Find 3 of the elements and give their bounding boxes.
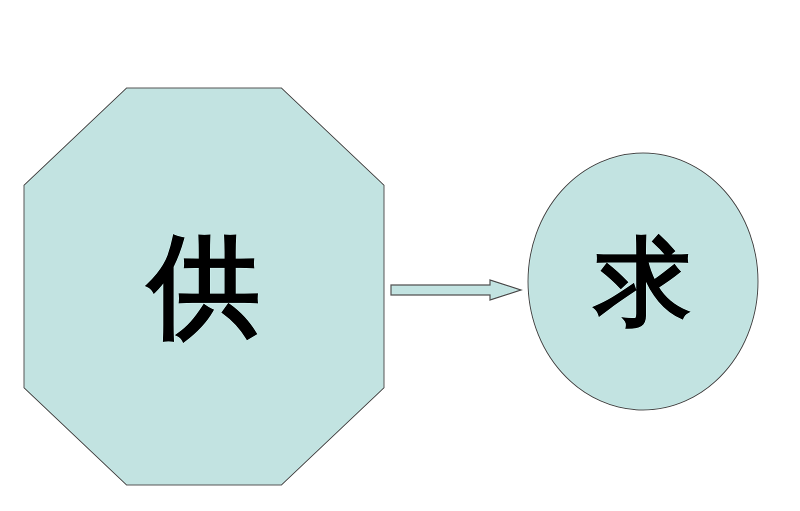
circle-shape — [528, 152, 758, 410]
block-arrow — [390, 279, 523, 301]
octagon-shape — [24, 88, 384, 486]
